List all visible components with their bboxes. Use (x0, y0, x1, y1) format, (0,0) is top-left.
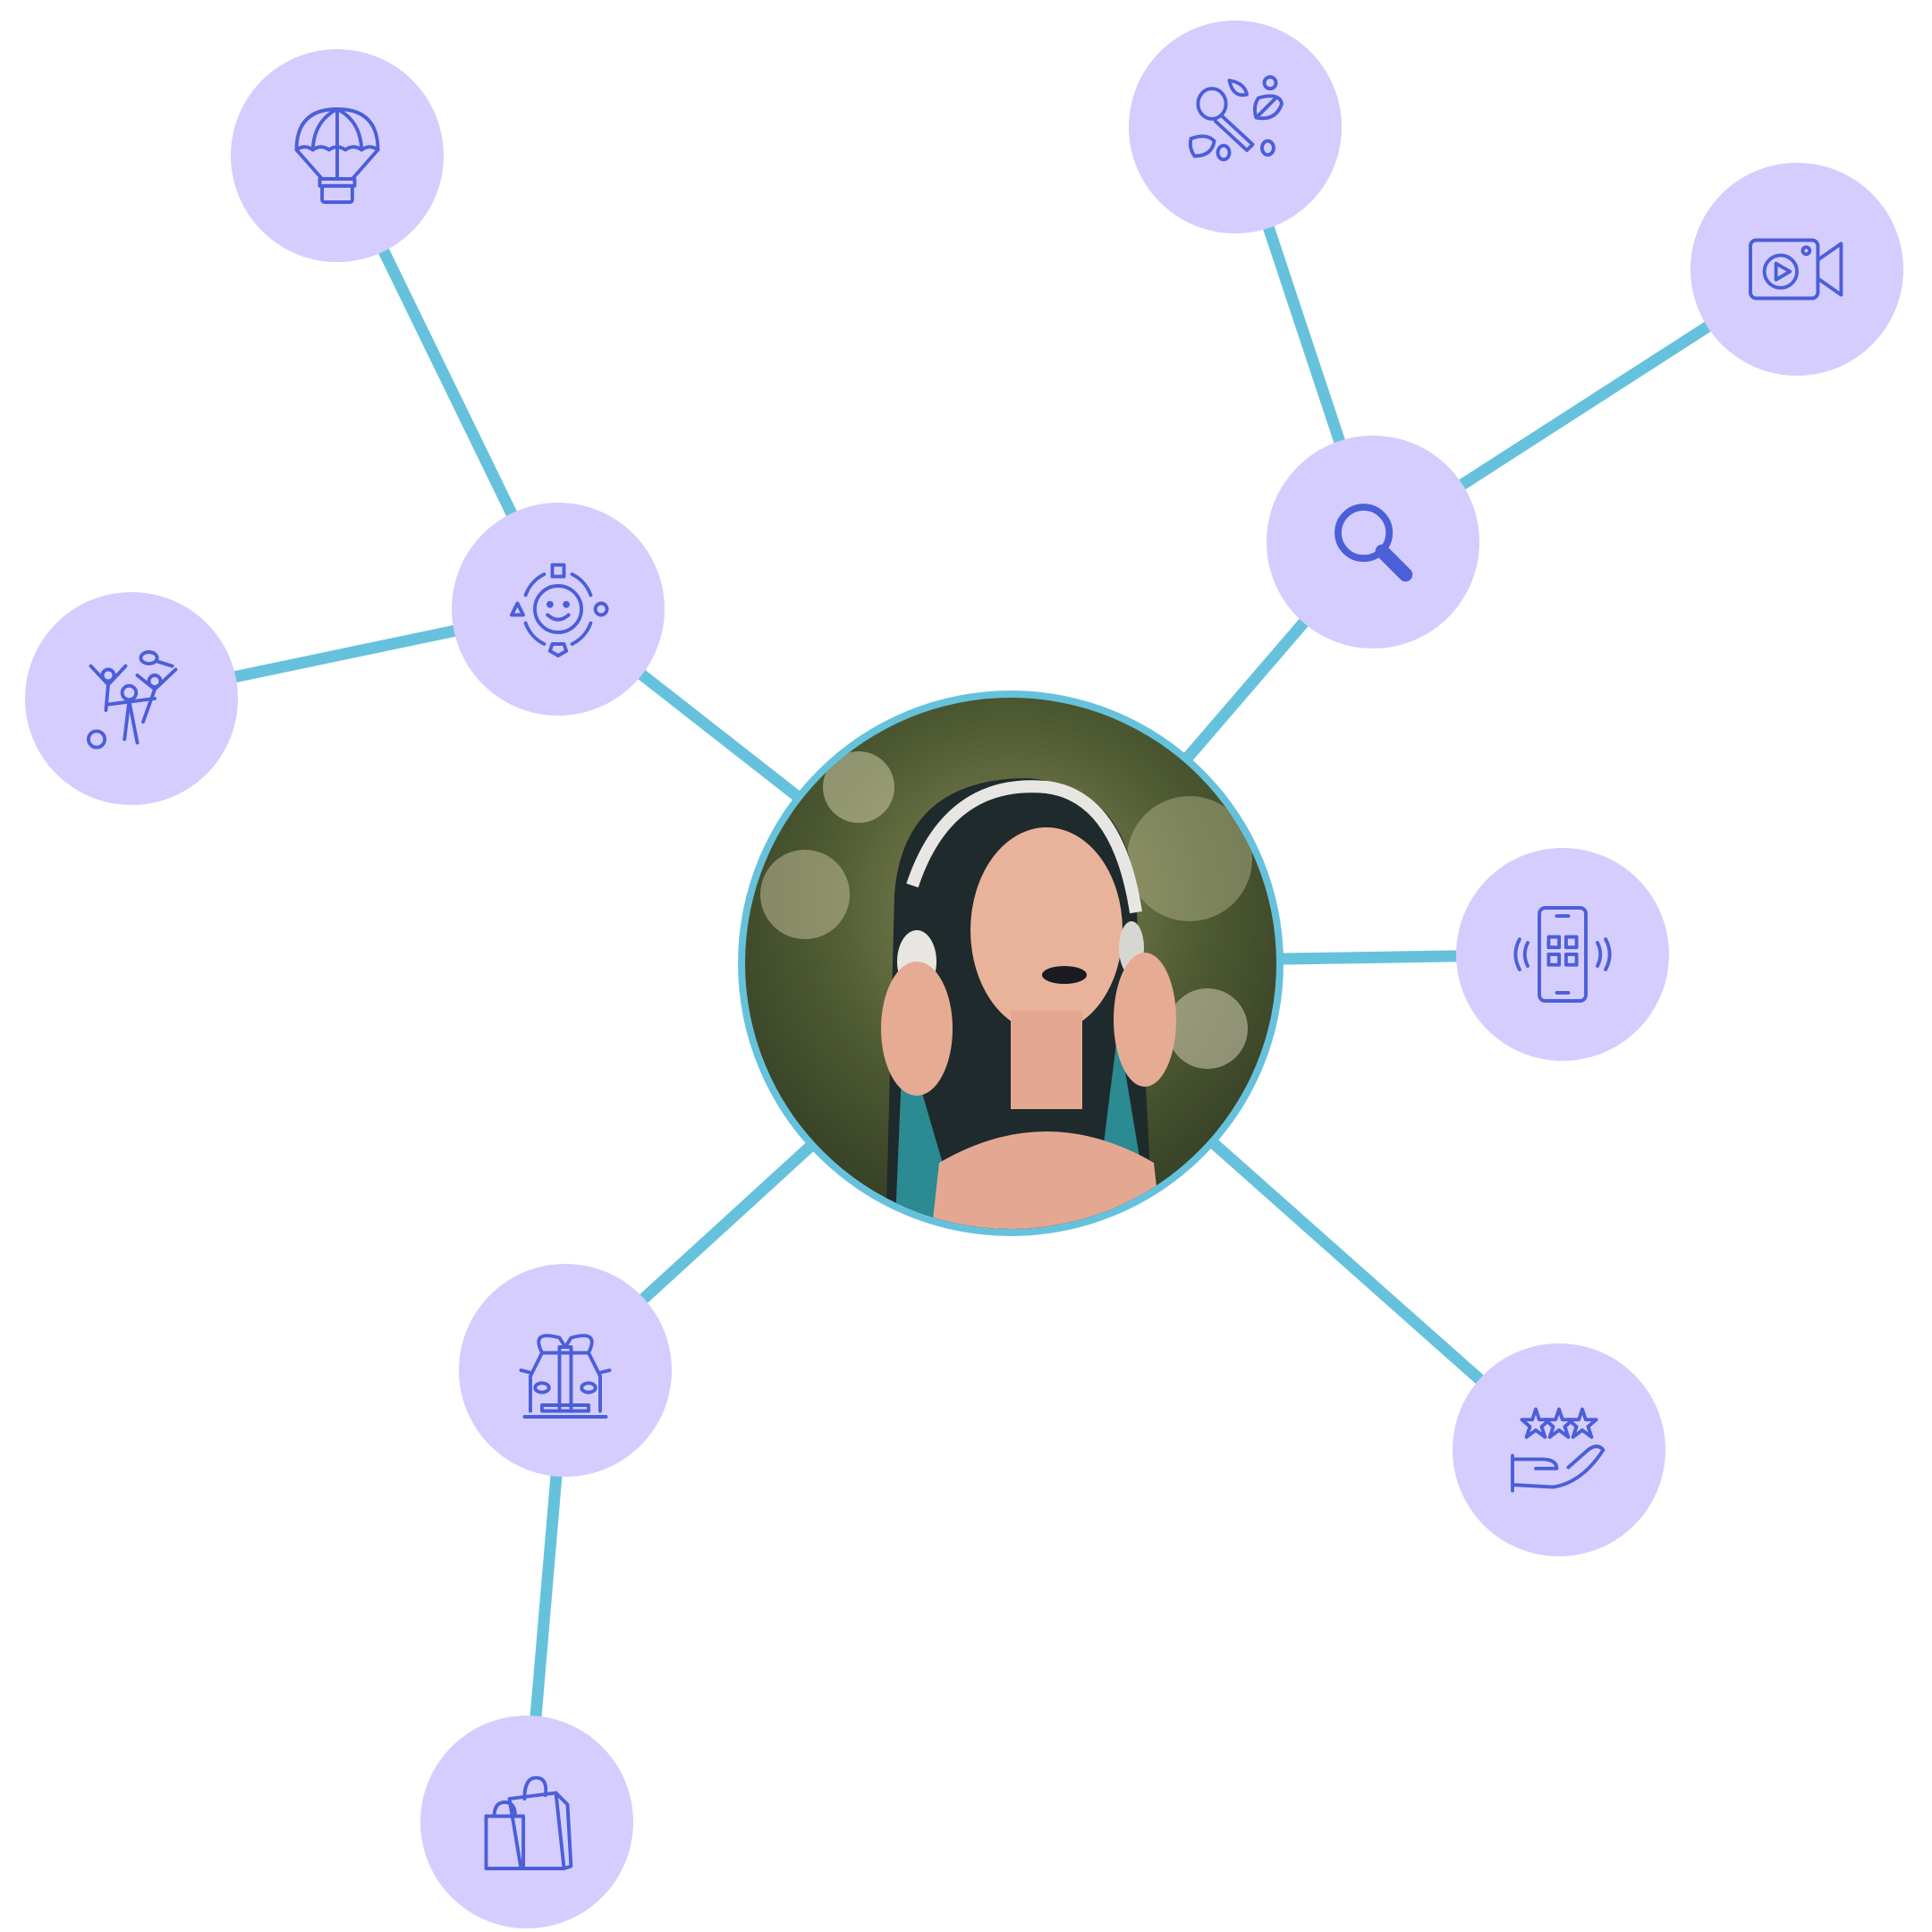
node-shopping (420, 1716, 633, 1928)
parachute-balloon-icon (294, 107, 380, 204)
spoon-leaves-food-icon (1188, 75, 1284, 162)
node-car (459, 1264, 672, 1477)
node-search (1267, 436, 1479, 648)
people-playing-sports-icon (86, 650, 178, 750)
node-rating (1453, 1343, 1665, 1556)
face-with-shapes-icon (510, 563, 609, 657)
node-phone-circle (1456, 848, 1669, 1061)
node-search-circle (1267, 436, 1479, 648)
node-food (1129, 21, 1342, 233)
node-smile (452, 503, 665, 716)
node-phone (1456, 848, 1669, 1061)
car-gift-icon (519, 1334, 612, 1419)
node-shopping-circle (420, 1716, 633, 1928)
node-rating-circle (1453, 1343, 1665, 1556)
node-car-circle (459, 1264, 672, 1477)
node-camera (1690, 163, 1903, 376)
center-photo (738, 691, 1284, 1236)
node-sports (25, 592, 238, 805)
node-balloon (231, 49, 444, 262)
video-camera-icon (1749, 238, 1843, 301)
hand-with-stars-icon (1511, 1407, 1606, 1493)
magnifier-icon (1335, 504, 1413, 582)
node-smile-circle (452, 503, 665, 716)
smartphone-apps-icon (1513, 906, 1612, 1003)
shopping-bags-icon (484, 1775, 573, 1870)
